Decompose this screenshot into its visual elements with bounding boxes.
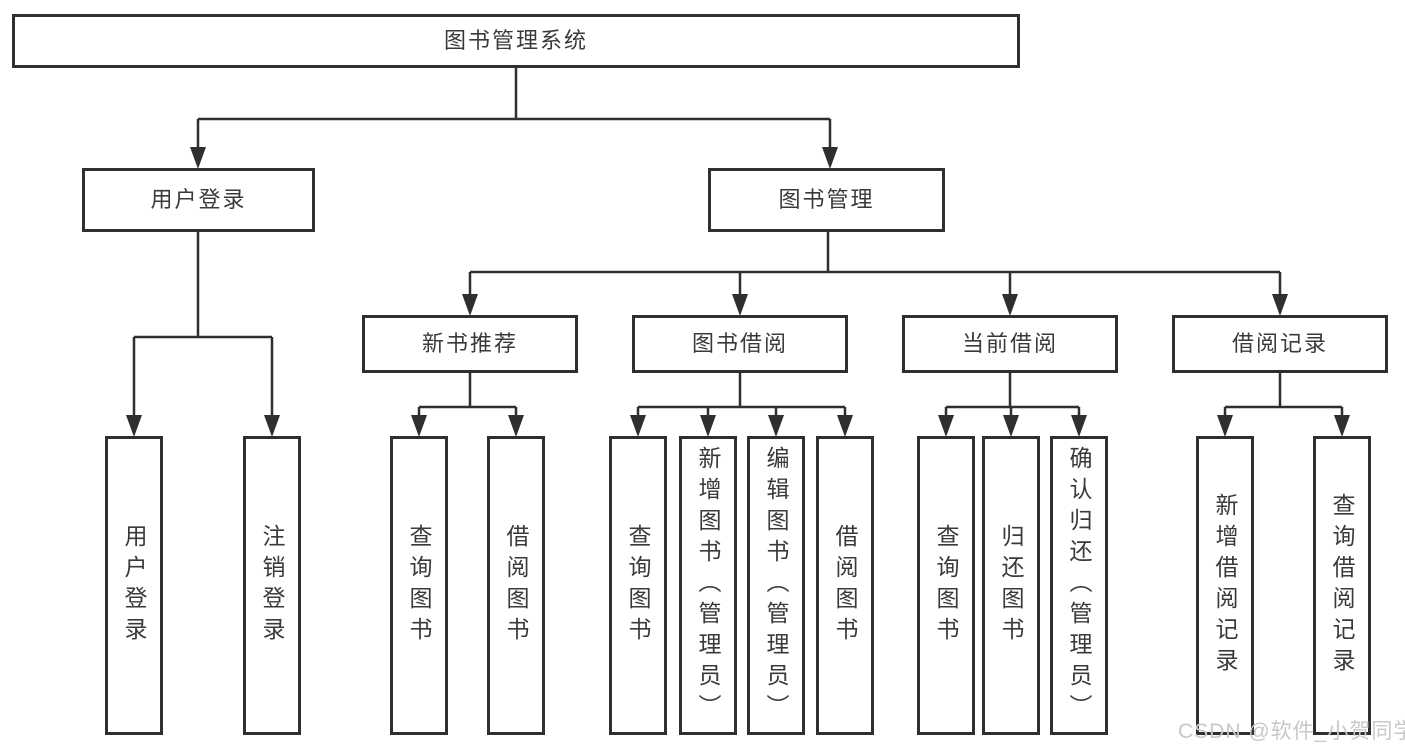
- leaf-box-borrow-books: 借阅图书: [816, 436, 874, 735]
- level3-box-borrow-records: 借阅记录: [1172, 315, 1388, 373]
- level2-box-book-management: 图书管理: [708, 168, 945, 232]
- level3-box-new-book-recommend: 新书推荐: [362, 315, 578, 373]
- leaf-box-query-books-current: 查询图书: [917, 436, 975, 735]
- leaf-box-borrow-books-recommend: 借阅图书: [487, 436, 545, 735]
- leaf-box-query-books-borrow: 查询图书: [609, 436, 667, 735]
- leaf-box-return-books: 归还图书: [982, 436, 1040, 735]
- csdn-watermark: CSDN @软件_小贺同学: [1178, 720, 1405, 743]
- level3-box-book-borrow: 图书借阅: [632, 315, 848, 373]
- root-box-library-system: 图书管理系统: [12, 14, 1020, 68]
- leaf-box-add-borrow-record: 新增借阅记录: [1196, 436, 1254, 735]
- leaf-box-confirm-return-admin: 确认归还（管理员）: [1050, 436, 1108, 735]
- leaf-box-add-books-admin: 新增图书（管理员）: [679, 436, 737, 735]
- level3-box-current-borrow: 当前借阅: [902, 315, 1118, 373]
- leaf-box-edit-books-admin: 编辑图书（管理员）: [747, 436, 805, 735]
- level2-box-user-login: 用户登录: [82, 168, 315, 232]
- leaf-box-logout: 注销登录: [243, 436, 301, 735]
- leaf-box-query-borrow-record: 查询借阅记录: [1313, 436, 1371, 735]
- leaf-box-user-login: 用户登录: [105, 436, 163, 735]
- leaf-box-query-books-recommend: 查询图书: [390, 436, 448, 735]
